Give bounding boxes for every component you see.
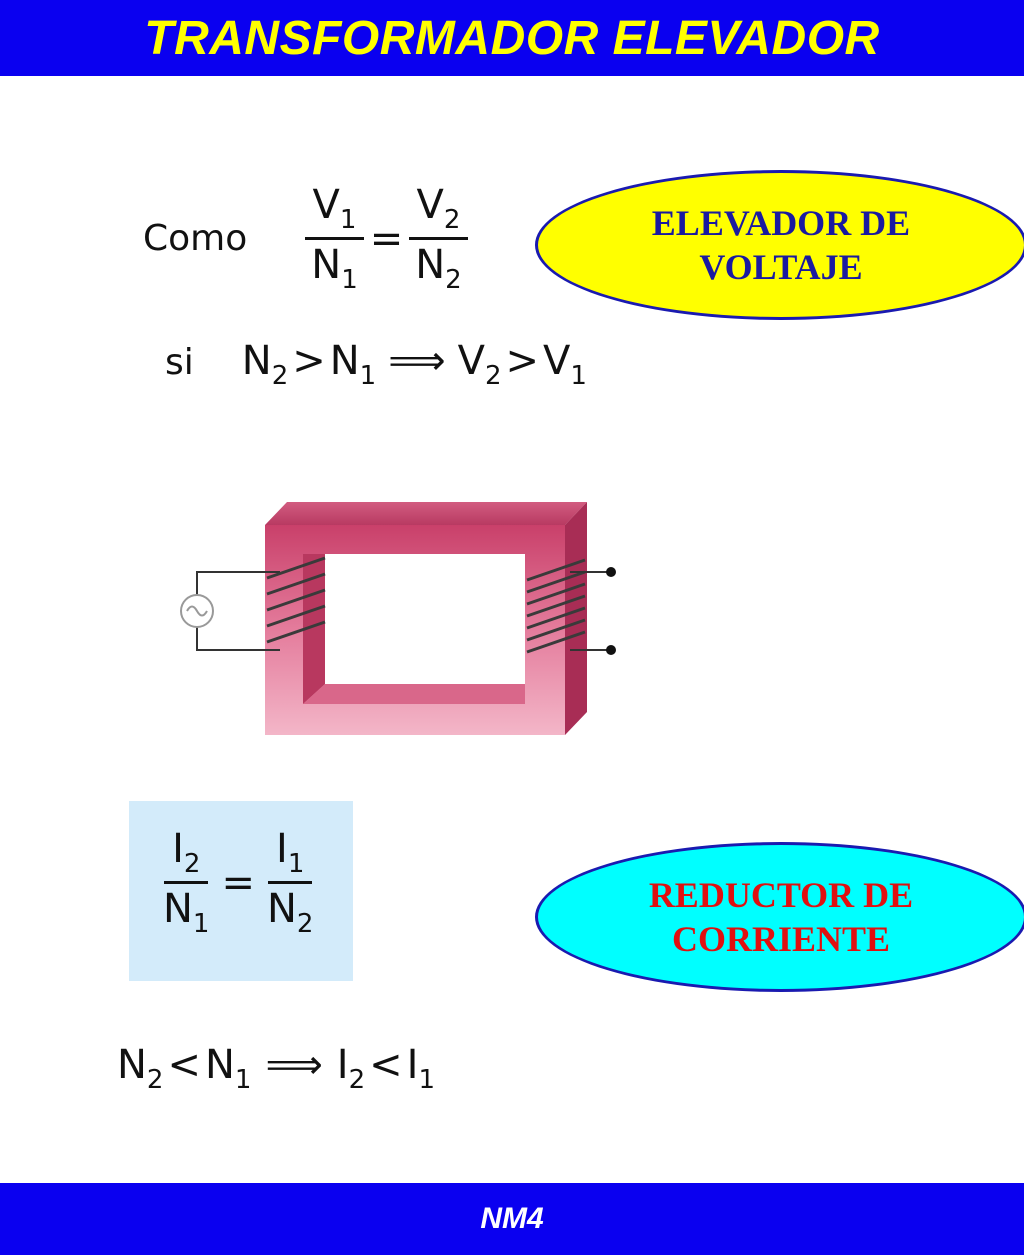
less-than-sign: < [167, 1042, 201, 1088]
output-terminal-bottom [606, 645, 616, 655]
implies-arrow: ⟹ [265, 1042, 323, 1088]
voltage-ratio-equation: Como V1 N1 = V2 N2 [143, 182, 470, 295]
page-title: TRANSFORMADOR ELEVADOR [144, 11, 880, 65]
voltage-step-up-label: ELEVADOR DE VOLTAJE [535, 170, 1024, 320]
equals-sign: = [369, 215, 404, 262]
greater-than-sign: > [292, 338, 326, 384]
ellipse-line-1: ELEVADOR DE [651, 203, 911, 243]
como-label: Como [143, 218, 248, 259]
footer-bar: NM4 [0, 1183, 1024, 1255]
current-ratio-equation: I2 N1 = I1 N2 [155, 826, 321, 939]
transformer-diagram [180, 502, 616, 735]
core-side-face [565, 502, 587, 735]
voltage-condition: si N2 > N1 ⟹ V2 > V1 [165, 338, 587, 391]
output-terminal-top [606, 567, 616, 577]
implies-arrow: ⟹ [388, 338, 446, 384]
current-condition: N2 < N1 ⟹ I2 < I1 [117, 1042, 435, 1095]
current-ratio-box [129, 801, 353, 981]
ellipse-line-2: VOLTAJE [699, 247, 863, 287]
si-label: si [165, 342, 194, 383]
less-than-sign: < [369, 1042, 403, 1088]
header-bar: TRANSFORMADOR ELEVADOR [0, 0, 1024, 76]
secondary-coil [526, 558, 586, 654]
greater-than-sign: > [505, 338, 539, 384]
fraction-v1-n1: V1 N1 [303, 182, 365, 295]
equals-sign: = [221, 859, 255, 906]
core-top-face [265, 502, 587, 525]
fraction-v2-n2: V2 N2 [407, 182, 469, 295]
fraction-i1-n2: I1 N2 [266, 826, 314, 939]
fraction-i2-n1: I2 N1 [163, 826, 210, 939]
footer-label: NM4 [480, 1202, 544, 1235]
current-step-down-label: REDUCTOR DE CORRIENTE [535, 842, 1024, 992]
core-window [325, 554, 525, 684]
ellipse-line-1: REDUCTOR DE [648, 875, 914, 915]
primary-coil [266, 556, 326, 644]
ellipse-line-2: CORRIENTE [671, 919, 891, 959]
